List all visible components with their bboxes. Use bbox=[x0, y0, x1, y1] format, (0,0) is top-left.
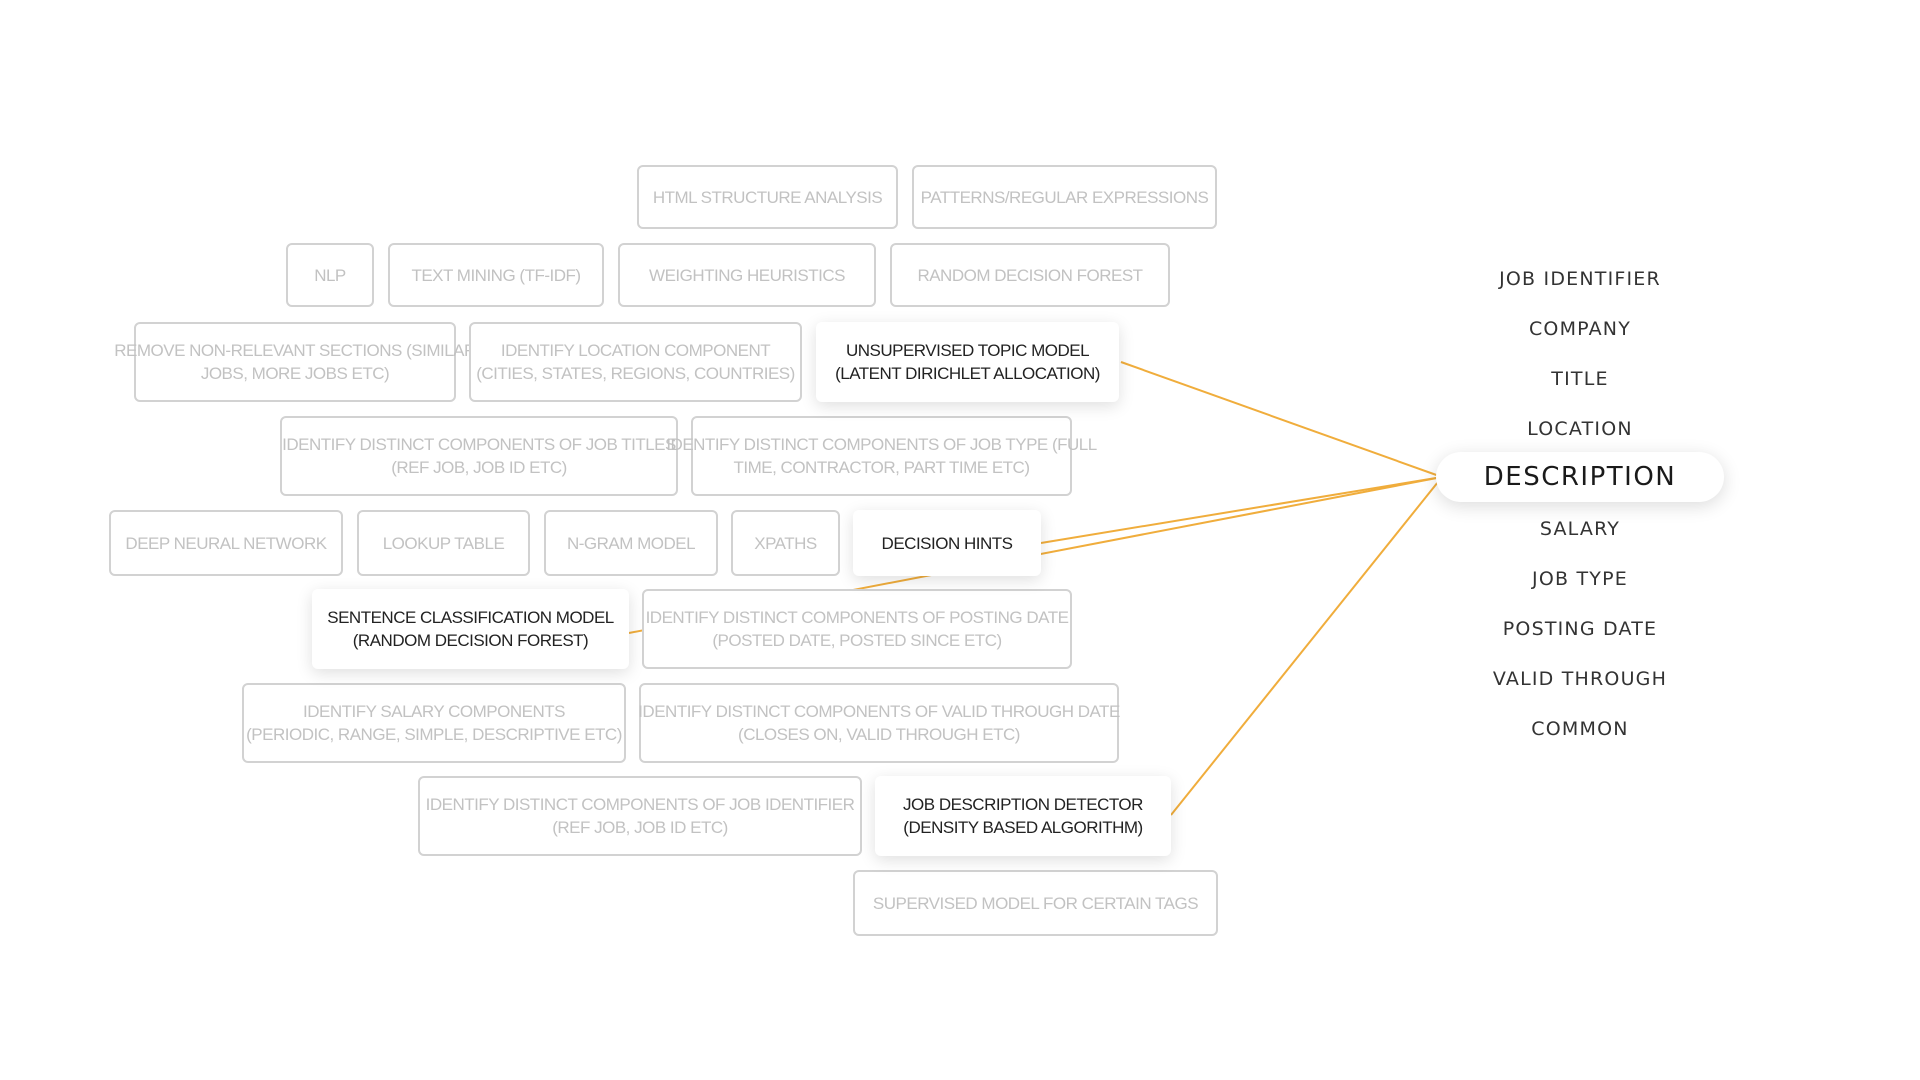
technique-label-line: UNSUPERVISED TOPIC MODEL bbox=[845, 341, 1090, 360]
technique-box-sentence: SENTENCE CLASSIFICATION MODEL (RANDOM DEC… bbox=[312, 589, 629, 669]
link-line-topic bbox=[1120, 361, 1443, 478]
technique-box-topic: UNSUPERVISED TOPIC MODEL (LATENT DIRICHLE… bbox=[816, 322, 1119, 402]
technique-label-line: IDENTIFY DISTINCT COMPONENTS OF VALID TH… bbox=[638, 702, 1120, 721]
technique-label-line: WEIGHTING HEURISTICS bbox=[649, 265, 845, 285]
technique-box-jobtitles: IDENTIFY DISTINCT COMPONENTS OF JOB TITL… bbox=[280, 416, 678, 496]
technique-label-line: IDENTIFY SALARY COMPONENTS bbox=[303, 702, 565, 721]
technique-box-jobident: IDENTIFY DISTINCT COMPONENTS OF JOB IDEN… bbox=[418, 776, 862, 856]
field-location[interactable]: LOCATION bbox=[1527, 418, 1633, 440]
technique-label-line: (REF JOB, JOB ID ETC) bbox=[391, 458, 567, 477]
technique-label-line: (CITIES, STATES, REGIONS, COUNTRIES) bbox=[476, 364, 795, 383]
technique-label-line: RANDOM DECISION FOREST bbox=[917, 265, 1143, 285]
technique-box-rdf: RANDOM DECISION FOREST bbox=[890, 243, 1170, 307]
technique-label-line: REMOVE NON-RELEVANT SECTIONS (SIMILAR bbox=[114, 341, 476, 360]
technique-label-line: IDENTIFY DISTINCT COMPONENTS OF JOB TITL… bbox=[282, 435, 676, 454]
technique-label-line: TIME, CONTRACTOR, PART TIME ETC) bbox=[733, 458, 1030, 477]
technique-label-line: XPATHS bbox=[754, 533, 817, 553]
link-line-detector bbox=[1170, 476, 1443, 816]
technique-box-html: HTML STRUCTURE ANALYSIS bbox=[637, 165, 898, 229]
technique-box-remove: REMOVE NON-RELEVANT SECTIONS (SIMILAR JOB… bbox=[114, 322, 476, 402]
technique-label-line: (CLOSES ON, VALID THROUGH ETC) bbox=[738, 725, 1020, 744]
technique-box-dnn: DEEP NEURAL NETWORK bbox=[109, 510, 343, 576]
technique-box-hints: DECISION HINTS bbox=[853, 510, 1041, 576]
technique-box-patterns: PATTERNS/REGULAR EXPRESSIONS bbox=[912, 165, 1217, 229]
field-job-type[interactable]: JOB TYPE bbox=[1532, 568, 1628, 590]
technique-box-textmining: TEXT MINING (TF-IDF) bbox=[388, 243, 604, 307]
technique-label-line: TEXT MINING (TF-IDF) bbox=[411, 265, 581, 285]
technique-label-line: PATTERNS/REGULAR EXPRESSIONS bbox=[920, 187, 1209, 207]
technique-label-line: DEEP NEURAL NETWORK bbox=[125, 533, 327, 553]
technique-box-jobtype: IDENTIFY DISTINCT COMPONENTS OF JOB TYPE… bbox=[666, 416, 1097, 496]
technique-label-line: SUPERVISED MODEL FOR CERTAIN TAGS bbox=[872, 893, 1199, 913]
field-job-identifier[interactable]: JOB IDENTIFIER bbox=[1499, 268, 1661, 290]
technique-box-postingdate: IDENTIFY DISTINCT COMPONENTS OF POSTING … bbox=[642, 589, 1072, 669]
field-title[interactable]: TITLE bbox=[1551, 368, 1609, 390]
field-common[interactable]: COMMON bbox=[1531, 718, 1629, 740]
technique-box-nlp: NLP bbox=[286, 243, 374, 307]
technique-label-line: HTML STRUCTURE ANALYSIS bbox=[652, 187, 883, 207]
field-company[interactable]: COMPANY bbox=[1528, 318, 1632, 340]
technique-label-line: (DENSITY BASED ALGORITHM) bbox=[903, 818, 1143, 837]
technique-label-line: JOBS, MORE JOBS ETC) bbox=[200, 364, 390, 383]
technique-box-ngram: N-GRAM MODEL bbox=[544, 510, 718, 576]
technique-box-xpaths: XPATHS bbox=[731, 510, 840, 576]
technique-label-line: IDENTIFY DISTINCT COMPONENTS OF JOB IDEN… bbox=[425, 795, 855, 814]
technique-label-line: (POSTED DATE, POSTED SINCE ETC) bbox=[712, 631, 1002, 650]
technique-box-salary: IDENTIFY SALARY COMPONENTS (PERIODIC, RAN… bbox=[242, 683, 626, 763]
technique-label-line: (PERIODIC, RANGE, SIMPLE, DESCRIPTIVE ET… bbox=[246, 725, 622, 744]
technique-box-validthrough: IDENTIFY DISTINCT COMPONENTS OF VALID TH… bbox=[638, 683, 1120, 763]
technique-box-weighting: WEIGHTING HEURISTICS bbox=[618, 243, 876, 307]
technique-label-line: NLP bbox=[314, 265, 346, 285]
technique-label-line: JOB DESCRIPTION DETECTOR bbox=[903, 795, 1143, 814]
technique-label-line: IDENTIFY DISTINCT COMPONENTS OF JOB TYPE… bbox=[666, 435, 1097, 454]
technique-label-line: N-GRAM MODEL bbox=[566, 533, 696, 553]
technique-box-location: IDENTIFY LOCATION COMPONENT (CITIES, STAT… bbox=[469, 322, 802, 402]
technique-label-line: SENTENCE CLASSIFICATION MODEL bbox=[327, 608, 614, 627]
technique-box-detector: JOB DESCRIPTION DETECTOR (DENSITY BASED A… bbox=[875, 776, 1171, 856]
field-salary[interactable]: SALARY bbox=[1539, 518, 1621, 540]
field-valid-through[interactable]: VALID THROUGH bbox=[1492, 668, 1668, 690]
technique-box-supervised: SUPERVISED MODEL FOR CERTAIN TAGS bbox=[853, 870, 1218, 936]
technique-label-line: (RANDOM DECISION FOREST) bbox=[352, 631, 589, 650]
technique-label-line: IDENTIFY DISTINCT COMPONENTS OF POSTING … bbox=[645, 608, 1069, 627]
technique-label-line: (LATENT DIRICHLET ALLOCATION) bbox=[835, 364, 1100, 383]
field-posting-date[interactable]: POSTING DATE bbox=[1502, 618, 1658, 640]
field-description[interactable]: DESCRIPTION bbox=[1436, 452, 1724, 502]
technique-label-line: IDENTIFY LOCATION COMPONENT bbox=[500, 341, 771, 360]
technique-box-lookup: LOOKUP TABLE bbox=[357, 510, 530, 576]
technique-label-line: LOOKUP TABLE bbox=[382, 533, 505, 553]
technique-label-line: (REF JOB, JOB ID ETC) bbox=[552, 818, 728, 837]
link-line-hints bbox=[1040, 476, 1443, 544]
technique-label-line: DECISION HINTS bbox=[881, 533, 1013, 553]
